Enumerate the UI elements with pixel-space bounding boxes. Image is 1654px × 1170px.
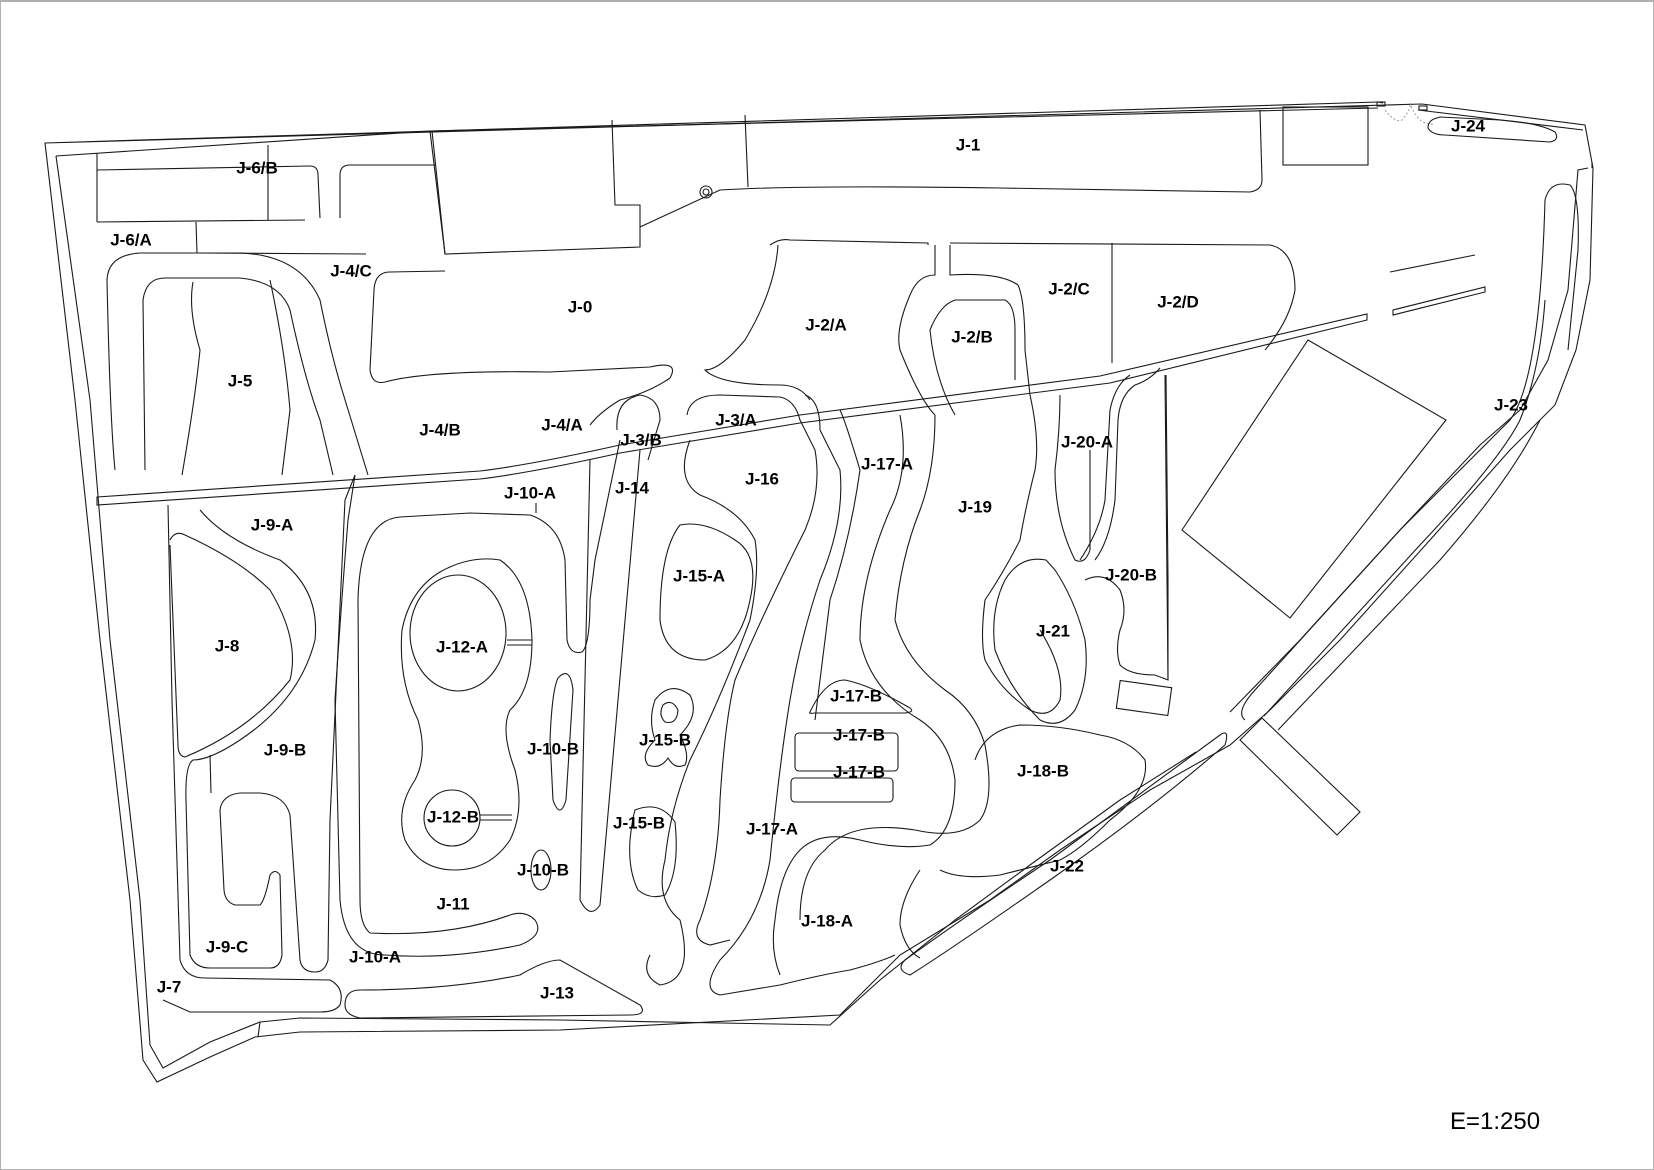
zone-label-J-23[interactable]: J-23 — [1494, 395, 1528, 414]
zone-label-J-15-B-1[interactable]: J-15-B — [639, 730, 691, 749]
zone-label-J-1[interactable]: J-1 — [956, 135, 981, 154]
zone-label-J-2D[interactable]: J-2/D — [1157, 292, 1199, 311]
zone-label-J-6A[interactable]: J-6/A — [110, 230, 152, 249]
zone-label-J-14[interactable]: J-14 — [615, 478, 650, 497]
zone-label-J-10-B-2[interactable]: J-10-B — [517, 860, 569, 879]
top-left-blocks — [96, 145, 674, 426]
scale-label: E=1:250 — [1450, 1108, 1541, 1135]
zone-label-J-19[interactable]: J-19 — [958, 497, 992, 516]
zone-label-J-3A[interactable]: J-3/A — [715, 410, 757, 429]
zone-label-J-10-B-1[interactable]: J-10-B — [527, 739, 579, 758]
zone-label-J-2C[interactable]: J-2/C — [1048, 279, 1090, 298]
zone-label-J-4A[interactable]: J-4/A — [541, 415, 583, 434]
zone-label-J-24[interactable]: J-24 — [1451, 116, 1486, 135]
zone-label-J-0[interactable]: J-0 — [568, 297, 593, 316]
zone-label-J-17-B-1[interactable]: J-17-B — [830, 686, 882, 705]
zone-label-J-10-A-bottom[interactable]: J-10-A — [349, 947, 401, 966]
zone-label-J-15-A[interactable]: J-15-A — [673, 566, 725, 585]
path-network — [96, 116, 1579, 1019]
zone-label-J-9-C[interactable]: J-9-C — [206, 937, 249, 956]
zone-label-J-16[interactable]: J-16 — [745, 469, 779, 488]
zone-label-J-20-A[interactable]: J-20-A — [1061, 432, 1113, 451]
site-boundary — [44, 101, 1594, 1083]
zone-label-J-21[interactable]: J-21 — [1036, 621, 1070, 640]
zone-label-J-13[interactable]: J-13 — [540, 983, 574, 1002]
zone-label-J-9-A[interactable]: J-9-A — [251, 515, 294, 534]
zone-label-J-9-B[interactable]: J-9-B — [264, 740, 307, 759]
zone-label-J-2A[interactable]: J-2/A — [805, 315, 847, 334]
zone-label-J-12-A[interactable]: J-12-A — [436, 637, 488, 656]
zone-label-J-17-B-3[interactable]: J-17-B — [833, 762, 885, 781]
zone-label-J-17-B-2[interactable]: J-17-B — [833, 725, 885, 744]
zone-label-J-17-A-2[interactable]: J-17-A — [746, 819, 798, 838]
zone-label-J-12-B[interactable]: J-12-B — [427, 807, 479, 826]
zone-label-J-3B[interactable]: J-3/B — [620, 430, 662, 449]
zone-label-J-5[interactable]: J-5 — [228, 371, 253, 390]
zone-label-J-18-B[interactable]: J-18-B — [1017, 761, 1069, 780]
zone-label-J-11[interactable]: J-11 — [436, 894, 469, 913]
zone-label-J-2B[interactable]: J-2/B — [951, 327, 993, 346]
zone-label-J-4B[interactable]: J-4/B — [419, 420, 461, 439]
zone-label-J-17-A-1[interactable]: J-17-A — [861, 454, 913, 473]
zone-label-J-7[interactable]: J-7 — [157, 977, 182, 996]
zone-label-J-10-A-top[interactable]: J-10-A — [504, 483, 556, 502]
zone-label-J-22[interactable]: J-22 — [1050, 856, 1084, 875]
zone-label-J-20-B[interactable]: J-20-B — [1105, 565, 1157, 584]
zone-label-J-6B[interactable]: J-6/B — [236, 158, 278, 177]
zone-label-J-4C[interactable]: J-4/C — [330, 261, 372, 280]
zone-label-J-8[interactable]: J-8 — [215, 636, 240, 655]
zone-labels: J-0 J-1 J-2/A J-2/B J-2/C J-2/D J-3/A J-… — [110, 116, 1528, 1002]
zone-label-J-18-A[interactable]: J-18-A — [801, 911, 853, 930]
zone-label-J-15-B-2[interactable]: J-15-B — [613, 813, 665, 832]
